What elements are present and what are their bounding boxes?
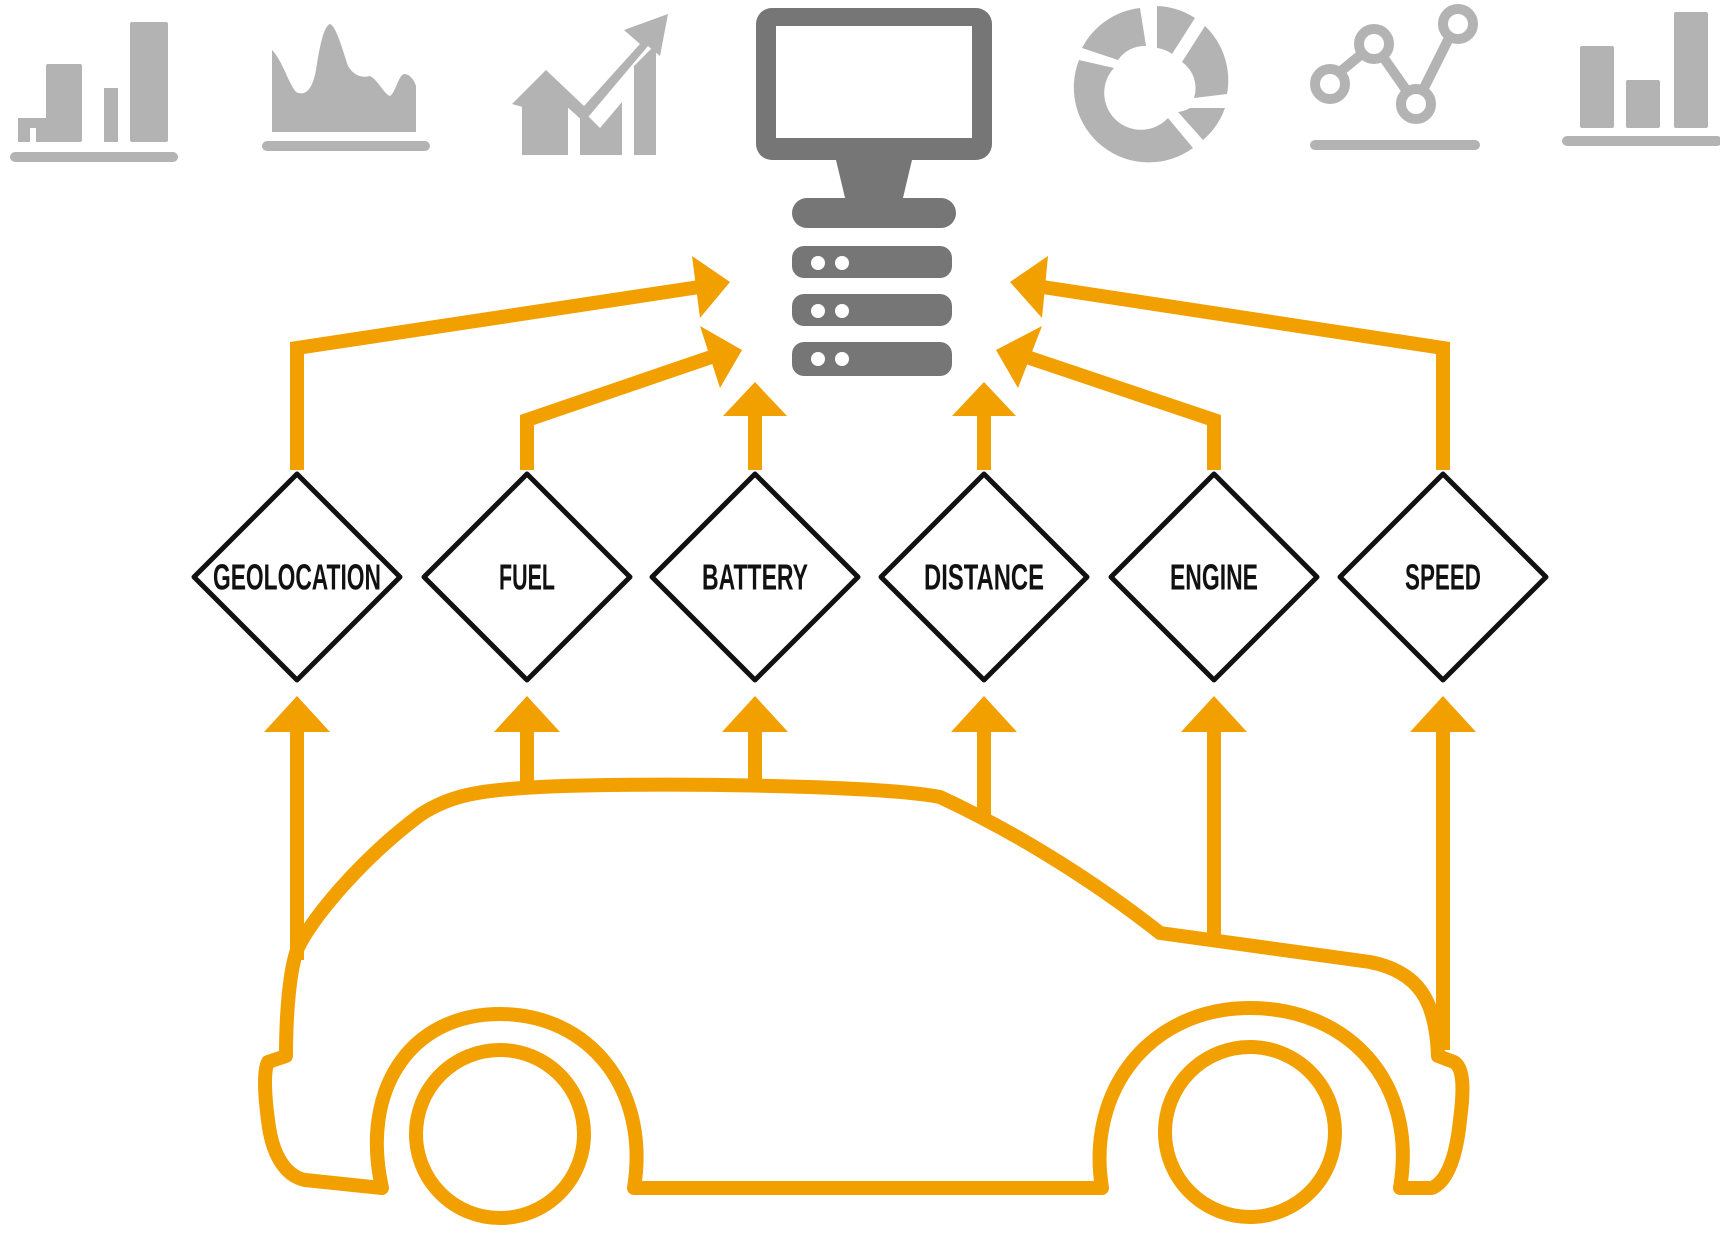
- front-wheel: [1158, 1040, 1342, 1224]
- arrowhead-icon: [700, 326, 742, 388]
- sensor-node-geolocation: GEOLOCATION: [191, 471, 403, 683]
- sensor-to-server-connectors: [290, 279, 1450, 470]
- bar-chart-icon: [10, 22, 178, 162]
- sensor-arrowheads: [264, 696, 1476, 732]
- sensor-label-speed: SPEED: [1405, 557, 1481, 598]
- sensor-node-engine: ENGINE: [1108, 471, 1320, 683]
- donut-chart-icon: [1073, 6, 1229, 163]
- monitor-icon: [756, 8, 992, 202]
- arrowhead-icon: [996, 326, 1042, 388]
- car-body: [258, 777, 1470, 1195]
- connector-speed: [1034, 279, 1450, 470]
- car-to-sensor-connectors: [290, 716, 1450, 1050]
- server-icon: [792, 198, 956, 376]
- arrowhead-icon: [1010, 256, 1048, 318]
- arrowhead-icon: [1181, 696, 1247, 732]
- line-chart-icon: [1310, 4, 1480, 150]
- area-chart-icon: [262, 24, 430, 151]
- sensor-node-speed: SPEED: [1337, 471, 1549, 683]
- sensor-node-battery: BATTERY: [649, 471, 861, 683]
- arrowhead-icon: [494, 696, 560, 732]
- connector-engine: [1015, 347, 1221, 470]
- connector-fuel: [520, 347, 723, 470]
- arrowhead-icon: [264, 696, 330, 732]
- rear-wheel: [409, 1043, 591, 1225]
- sensor-label-engine: ENGINE: [1170, 557, 1258, 598]
- arrowhead-icon: [952, 382, 1016, 416]
- sensor-label-battery: BATTERY: [702, 557, 808, 598]
- sensor-label-geolocation: GEOLOCATION: [213, 557, 381, 598]
- arrowhead-icon: [722, 696, 788, 732]
- sensor-label-fuel: FUEL: [499, 557, 555, 598]
- trend-up-chart-icon: [512, 14, 668, 155]
- sensor-nodes: GEOLOCATION FUEL BATTERY DISTANCE ENGINE…: [191, 471, 1549, 683]
- sensor-label-distance: DISTANCE: [924, 557, 1044, 598]
- car-outline-icon: [258, 777, 1470, 1225]
- sensor-node-fuel: FUEL: [421, 471, 633, 683]
- bar-chart-icon: [1562, 12, 1720, 146]
- server-arrowheads: [692, 256, 1048, 416]
- connector-geolocation: [290, 279, 708, 470]
- top-icon-row: [10, 4, 1720, 202]
- arrowhead-icon: [951, 696, 1017, 732]
- arrowhead-icon: [1410, 696, 1476, 732]
- sensor-node-distance: DISTANCE: [878, 471, 1090, 683]
- arrowhead-icon: [723, 382, 787, 416]
- arrowhead-icon: [692, 256, 730, 318]
